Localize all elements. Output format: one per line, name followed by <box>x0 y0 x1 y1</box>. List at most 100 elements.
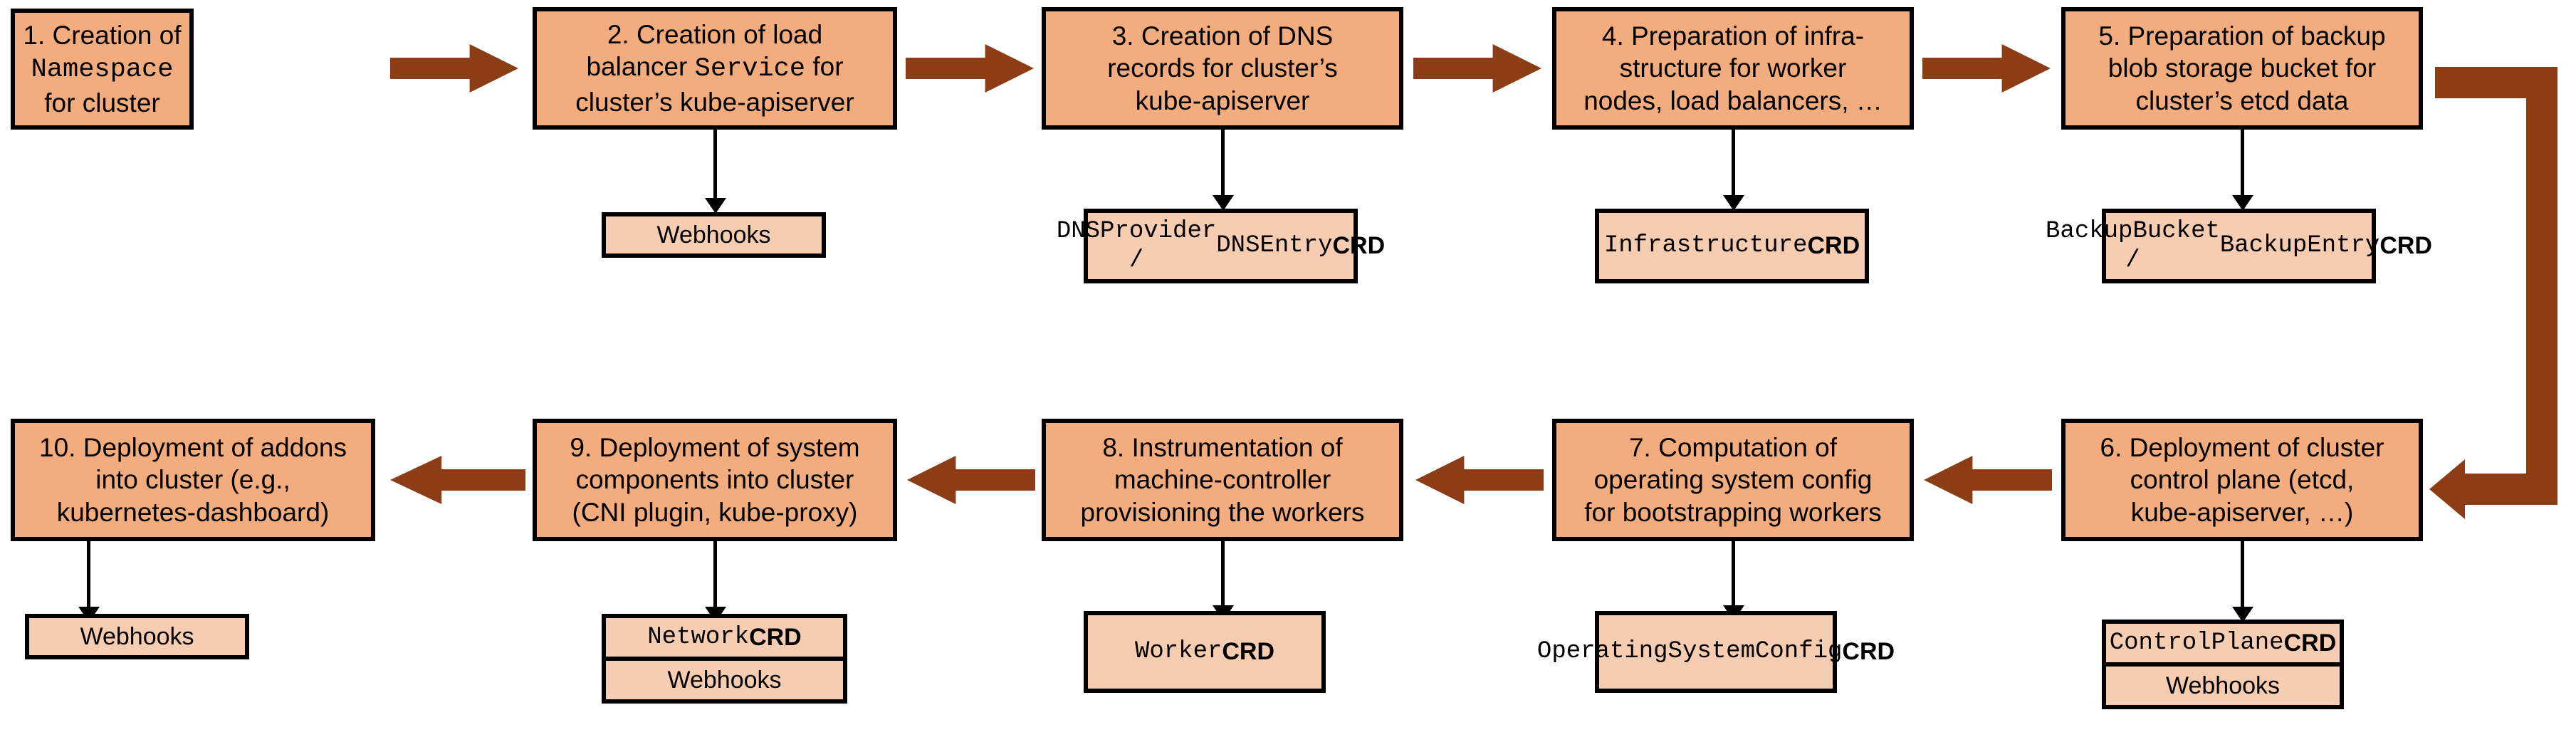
text-run: control plane (etcd, <box>2130 465 2355 495</box>
text-run: cluster’s etcd data <box>2135 85 2349 115</box>
artifact-box-backup-crd[interactable]: BackupBucket /BackupEntry CRD <box>2046 209 2432 283</box>
connector-step-5-arrowhead <box>2232 195 2253 211</box>
text-run: for <box>805 52 844 82</box>
flow-arrow-5-6-arrowhead <box>2429 459 2465 519</box>
text-run: Webhooks <box>80 622 194 650</box>
artifact-box-webhooks-2[interactable]: Webhooks <box>602 212 826 258</box>
artifact-row: Network CRD <box>606 618 843 657</box>
text-run: (CNI plugin, kube-proxy) <box>572 497 858 527</box>
text-run: Worker <box>1134 638 1222 666</box>
text-run: structure for worker <box>1619 53 1847 83</box>
artifact-row: Webhooks <box>606 657 843 699</box>
flow-arrow-2-3 <box>906 44 1034 93</box>
artifact-box-controlplane-crd[interactable]: ControlPlane CRD Webhooks <box>2102 620 2344 709</box>
flow-arrow-1-2 <box>390 44 518 93</box>
step-box-1[interactable]: 1. Creation of Namespace for cluster <box>11 9 194 130</box>
connector-step-2-line <box>713 130 717 198</box>
text-run: OperatingSystem <box>1536 638 1755 666</box>
connector-step-6-arrowhead <box>2232 607 2253 622</box>
text-run: 1. Creation of <box>23 21 182 51</box>
text-run: balancer <box>586 52 695 82</box>
step-4-text: 4. Preparation of infra-structure for wo… <box>1564 20 1902 116</box>
flow-arrow-6-7 <box>1924 456 2052 504</box>
text-run: 10. Deployment of addons <box>39 433 347 463</box>
text-run: kube-apiserver, …) <box>2130 497 2354 527</box>
text-run: Webhooks <box>656 221 771 249</box>
text-run: 9. Deployment of system <box>570 433 860 463</box>
text-run: kube-apiserver <box>1135 85 1310 115</box>
artifact-box-dns-crd[interactable]: DNSProvider /DNSEntry CRD <box>1057 209 1385 283</box>
connector-step-9-line <box>713 541 717 607</box>
connector-step-5-line <box>2241 130 2244 195</box>
artifact-row: Webhooks <box>29 618 245 655</box>
text-run: CRD <box>1332 232 1386 260</box>
artifact-row: DNSProvider /DNSEntry CRD <box>1057 213 1385 279</box>
flow-arrow-4-5 <box>1922 44 2051 93</box>
step-1-text: 1. Creation of Namespace for cluster <box>22 19 182 118</box>
flow-arrow-7-8 <box>1415 456 1544 504</box>
flow-arrow-8-9 <box>907 456 1035 504</box>
text-run: into cluster (e.g., <box>95 465 290 495</box>
artifact-row: BackupBucket /BackupEntry CRD <box>2046 213 2432 279</box>
text-run: 2. Creation of load <box>607 20 823 50</box>
text-run: CRD <box>2379 232 2432 260</box>
text-run: 7. Computation of <box>1628 433 1838 463</box>
text-run: BackupEntry <box>2219 232 2380 260</box>
text-run: 5. Preparation of backup <box>2098 21 2386 51</box>
connector-step-8-line <box>1221 541 1225 605</box>
text-run: Service <box>694 54 806 85</box>
text-run: DNSEntry <box>1216 232 1333 260</box>
text-run: cluster’s kube-apiserver <box>575 87 854 117</box>
text-run: Network <box>647 623 750 651</box>
artifact-row: Webhooks <box>2106 662 2340 705</box>
text-run: CRD <box>2283 629 2337 657</box>
flow-arrow-5-6-horizontal-bottom <box>2464 474 2557 505</box>
text-run: BackupBucket / <box>2046 217 2220 274</box>
connector-step-6-line <box>2241 541 2244 607</box>
text-run: Infrastructure <box>1603 232 1808 260</box>
artifact-box-webhooks-10[interactable]: Webhooks <box>25 614 249 659</box>
connector-step-10-line <box>87 541 90 607</box>
connector-step-3-line <box>1221 130 1225 195</box>
artifact-box-network-crd[interactable]: Network CRD Webhooks <box>602 614 847 704</box>
text-run: for cluster <box>44 88 160 117</box>
artifact-row: Webhooks <box>606 216 822 254</box>
text-run: 4. Preparation of infra- <box>1601 21 1865 51</box>
text-run: machine-controller <box>1114 465 1331 495</box>
artifact-row: ControlPlane CRD <box>2106 624 2340 662</box>
text-run: 3. Creation of DNS <box>1111 21 1334 51</box>
connector-step-4-arrowhead <box>1723 195 1744 211</box>
text-run: Namespace <box>31 55 174 85</box>
text-run: for bootstrapping workers <box>1584 497 1882 527</box>
text-run: CRD <box>1222 638 1275 666</box>
step-box-4[interactable]: 4. Preparation of infra-structure for wo… <box>1552 7 1914 130</box>
text-run: Webhooks <box>667 666 782 694</box>
text-run: CRD <box>1842 638 1895 666</box>
text-run: records for cluster’s <box>1107 53 1338 83</box>
connector-step-3-arrowhead <box>1213 195 1234 211</box>
text-run: components into cluster <box>575 465 854 495</box>
flow-arrow-5-6-vertical <box>2526 67 2557 505</box>
connector-step-2-arrowhead <box>705 198 726 214</box>
